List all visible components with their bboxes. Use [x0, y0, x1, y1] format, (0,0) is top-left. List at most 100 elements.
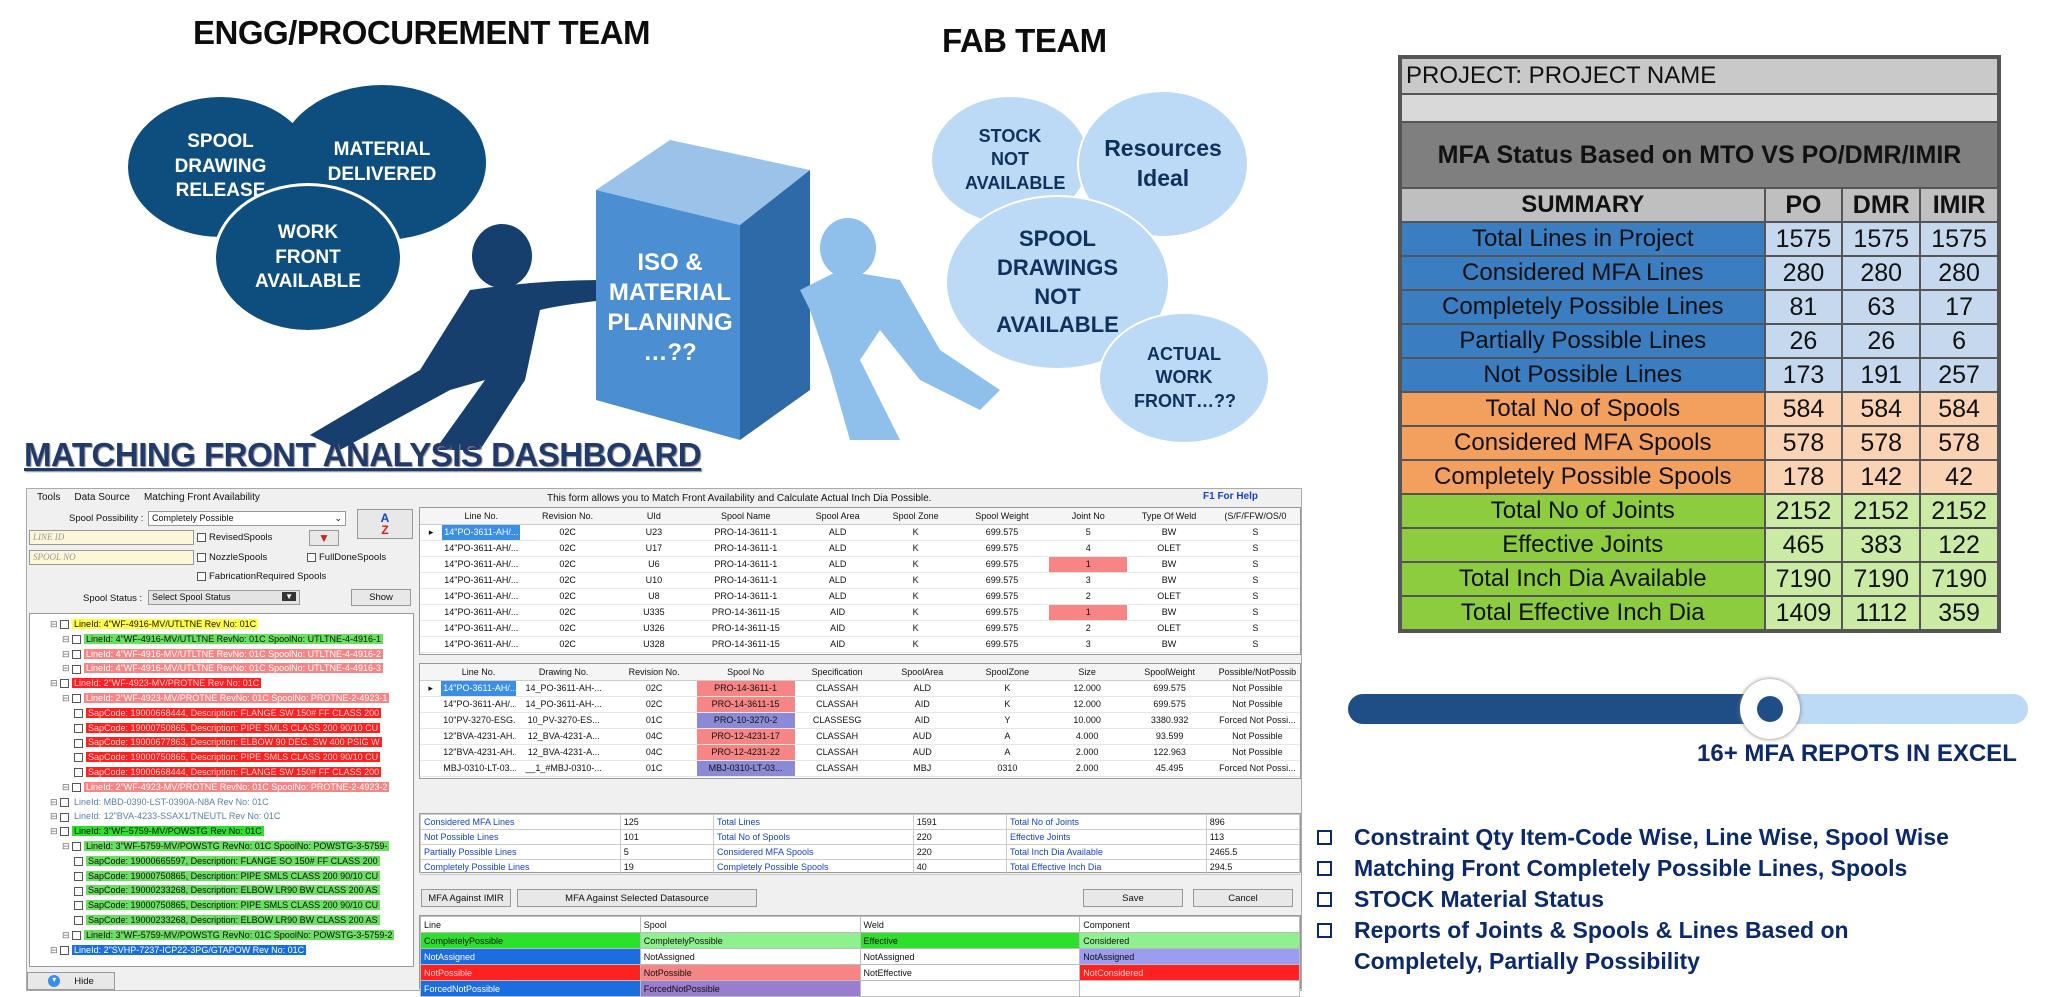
grid-cell[interactable]: U23: [614, 524, 693, 541]
cancel-button[interactable]: Cancel: [1193, 889, 1293, 907]
tree-node[interactable]: ⊟ LineId: 2"SVHP-7237-ICP22-3PG/GTAPOW R…: [48, 944, 307, 957]
grid-cell[interactable]: AUD: [879, 728, 965, 745]
tree-node[interactable]: ⊟ LineId: 4"WF-4916-MV/UTLTNE RevNo: 01C…: [60, 648, 384, 661]
grid-cell[interactable]: PRO-12-4231-17: [696, 728, 795, 745]
grid-column-header[interactable]: Revision No.: [611, 664, 697, 681]
menu-data-source[interactable]: Data Source: [74, 492, 130, 503]
grid-cell[interactable]: U17: [614, 540, 693, 557]
grid-cell[interactable]: [420, 712, 442, 729]
grid-cell[interactable]: U6: [614, 556, 693, 573]
grid-cell[interactable]: 14"PO-3611-AH/...: [442, 604, 521, 621]
grid-column-header[interactable]: Revision No.: [520, 508, 615, 525]
grid-cell[interactable]: 3: [1049, 572, 1128, 589]
grid-cell[interactable]: U10: [614, 572, 693, 589]
expand-icon[interactable]: ⊟: [62, 648, 73, 659]
grid-cell[interactable]: U326: [614, 620, 693, 637]
grid-cell[interactable]: K: [876, 540, 955, 557]
grid-cell[interactable]: MBJ: [879, 760, 965, 777]
tree-node[interactable]: SapCode: 19000665597, Description: FLANG…: [72, 855, 380, 868]
grid-cell[interactable]: 04C: [611, 728, 697, 745]
grid-column-header[interactable]: UId: [614, 508, 693, 525]
tree-checkbox-icon[interactable]: [60, 620, 70, 630]
fab-required-check[interactable]: FabricationRequired Spools: [197, 571, 326, 582]
progress-slider-knob[interactable]: [1739, 679, 1800, 739]
expand-icon[interactable]: ⊟: [62, 929, 73, 940]
grid-cell[interactable]: BW: [1127, 636, 1211, 653]
grid-cell[interactable]: 04C: [611, 744, 697, 761]
grid-cell[interactable]: K: [876, 524, 955, 541]
grid-cell[interactable]: 699.575: [1124, 696, 1215, 713]
grid-cell[interactable]: __1_#MBJ-0310-...: [515, 760, 612, 777]
grid-column-header[interactable]: Type Of Weld: [1127, 508, 1211, 525]
spool-no-input[interactable]: SPOOL NO: [29, 550, 194, 565]
grid-cell[interactable]: 02C: [520, 588, 615, 605]
grid-column-header[interactable]: Possible/NotPossib: [1214, 664, 1300, 681]
grid-cell[interactable]: 10_PV-3270-ES...: [515, 712, 612, 729]
grid-cell[interactable]: U328: [614, 636, 693, 653]
grid-cell[interactable]: 5: [1049, 524, 1128, 541]
grid-cell[interactable]: U8: [614, 588, 693, 605]
tree-node[interactable]: SapCode: 19000233268, Description: ELBOW…: [72, 914, 380, 927]
grid-cell[interactable]: [420, 540, 443, 557]
tree-node[interactable]: ⊟ LineId: 3"WF-5759-MV/POWSTG RevNo: 01C…: [60, 840, 390, 853]
menu-matching-front[interactable]: Matching Front Availability: [143, 492, 260, 503]
grid-cell[interactable]: 699.575: [954, 572, 1050, 589]
grid-cell[interactable]: 10"PV-3270-ESG...: [441, 712, 516, 729]
grid-cell[interactable]: ALD: [798, 572, 877, 589]
tree-checkbox-icon[interactable]: [74, 768, 83, 778]
grid-cell[interactable]: ▸: [420, 524, 443, 541]
grid-cell[interactable]: 02C: [520, 636, 615, 653]
grid-cell[interactable]: 14"PO-3611-AH/...: [442, 556, 521, 573]
line-spool-tree[interactable]: ⊟ LineId: 4"WF-4916-MV/UTLTNE Rev No: 01…: [29, 613, 414, 967]
grid-cell[interactable]: 12_BVA-4231-A...: [515, 744, 612, 761]
grid-cell[interactable]: [420, 604, 443, 621]
tree-checkbox-icon[interactable]: [72, 782, 82, 792]
filter-icon[interactable]: ▼: [309, 530, 339, 546]
tree-node[interactable]: SapCode: 19000668444, Description: FLANG…: [72, 766, 382, 779]
grid-cell[interactable]: 45.495: [1124, 760, 1215, 777]
grid-column-header[interactable]: Spool Weight: [954, 508, 1050, 525]
grid-cell[interactable]: BW: [1127, 604, 1211, 621]
tree-checkbox-icon[interactable]: [60, 797, 70, 807]
grid-column-header[interactable]: SpoolZone: [964, 664, 1050, 681]
grid-cell[interactable]: CLASSAH: [794, 760, 880, 777]
grid-cell[interactable]: [420, 744, 442, 761]
tree-node[interactable]: SapCode: 19000750865, Description: PIPE …: [72, 751, 381, 764]
grid-cell[interactable]: 14"PO-3611-AH/...: [442, 588, 521, 605]
tree-node[interactable]: ⊟ LineId: 3"WF-5759-MV/POWSTG RevNo: 01C…: [60, 929, 395, 942]
tree-checkbox-icon[interactable]: [72, 664, 82, 674]
grid-cell[interactable]: 01C: [611, 760, 697, 777]
grid-cell[interactable]: [420, 588, 443, 605]
expand-icon[interactable]: ⊟: [62, 781, 73, 792]
grid-cell[interactable]: 699.575: [1124, 680, 1215, 697]
grid-cell[interactable]: K: [876, 572, 955, 589]
tree-node[interactable]: SapCode: 19000750865, Description: PIPE …: [72, 870, 381, 883]
tree-checkbox-icon[interactable]: [72, 649, 82, 659]
tree-checkbox-icon[interactable]: [60, 679, 70, 689]
grid-cell[interactable]: A: [964, 744, 1050, 761]
tree-checkbox-icon[interactable]: [74, 901, 83, 911]
grid-cell[interactable]: K: [876, 604, 955, 621]
grid-cell[interactable]: AID: [879, 712, 965, 729]
expand-icon[interactable]: ⊟: [50, 796, 61, 807]
spool-status-select[interactable]: Select Spool Status▼: [148, 590, 300, 605]
grid-column-header[interactable]: [420, 664, 442, 681]
grid-cell[interactable]: S: [1210, 604, 1300, 621]
grid-cell[interactable]: 699.575: [954, 636, 1050, 653]
grid-cell[interactable]: 14"PO-3611-AH/...: [442, 540, 521, 557]
grid-cell[interactable]: [420, 696, 442, 713]
grid-cell[interactable]: CLASSAH: [794, 728, 880, 745]
progress-slider-track[interactable]: [1348, 679, 2028, 739]
grid-cell[interactable]: 14"PO-3611-AH/...: [441, 680, 516, 697]
grid-cell[interactable]: 699.575: [954, 620, 1050, 637]
grid-cell[interactable]: 02C: [611, 696, 697, 713]
grid-cell[interactable]: 699.575: [954, 524, 1050, 541]
tree-node[interactable]: ⊟ LineId: 4"WF-4916-MV/UTLTNE RevNo: 01C…: [60, 633, 384, 646]
grid-cell[interactable]: ALD: [798, 588, 877, 605]
